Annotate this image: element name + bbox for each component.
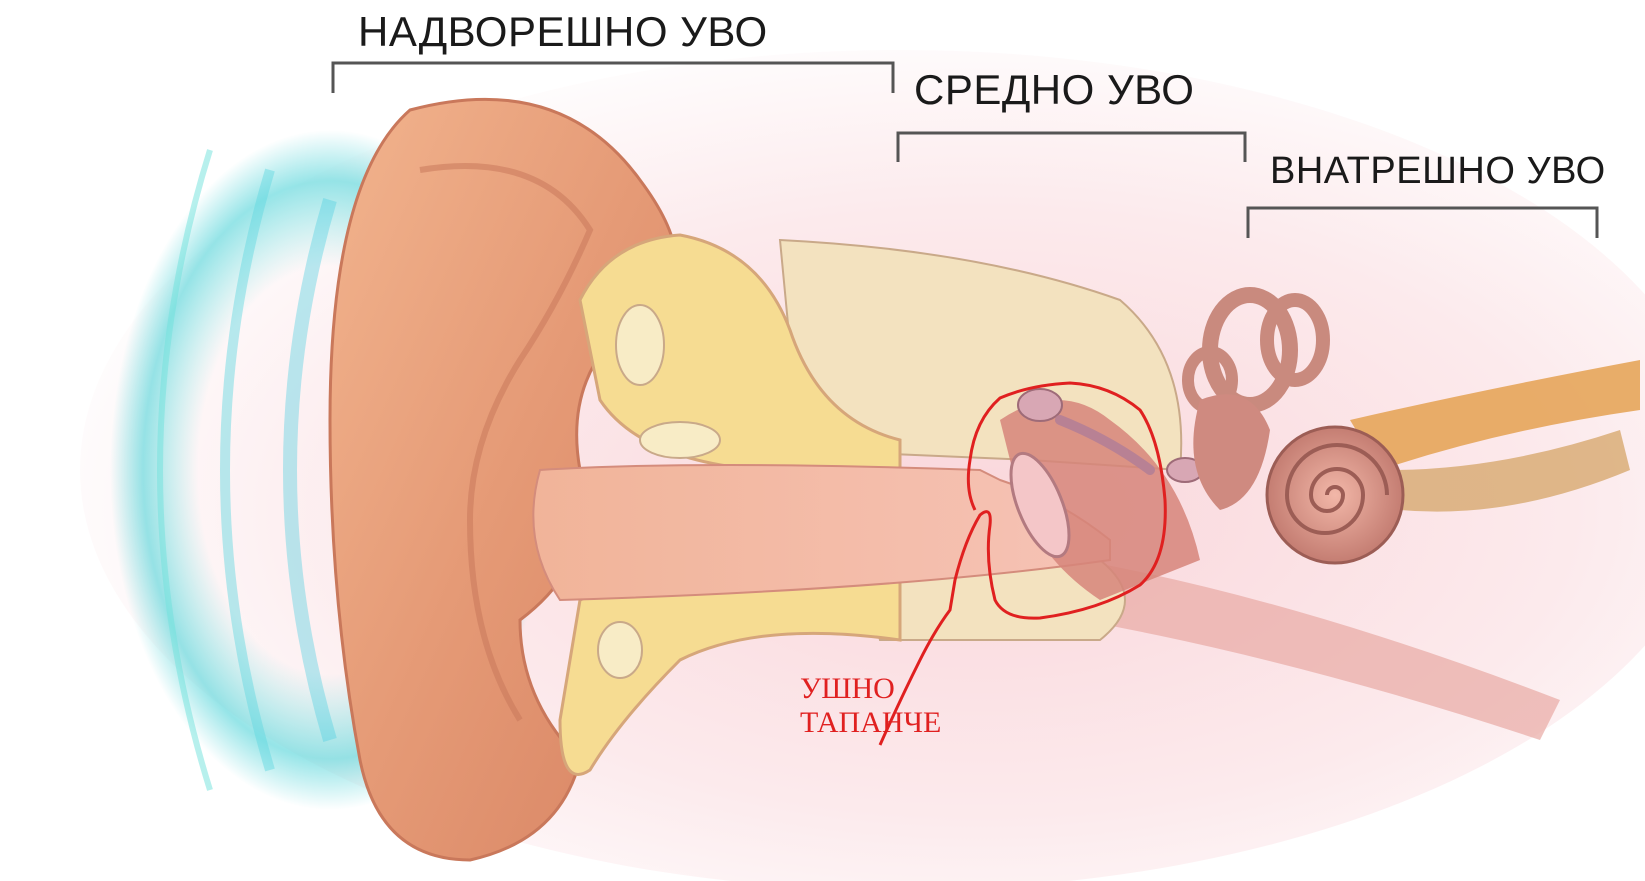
- cochlea-icon: [1267, 427, 1403, 563]
- middle-ear-label: СРЕДНО УВО: [914, 66, 1194, 114]
- outer-ear-label: НАДВОРЕШНО УВО: [358, 8, 768, 56]
- eardrum-label-line1: УШНО: [800, 672, 895, 706]
- eardrum-label-line2: ТАПАНЧЕ: [800, 706, 941, 740]
- inner-ear-label: ВНАТРЕШНО УВО: [1270, 150, 1606, 193]
